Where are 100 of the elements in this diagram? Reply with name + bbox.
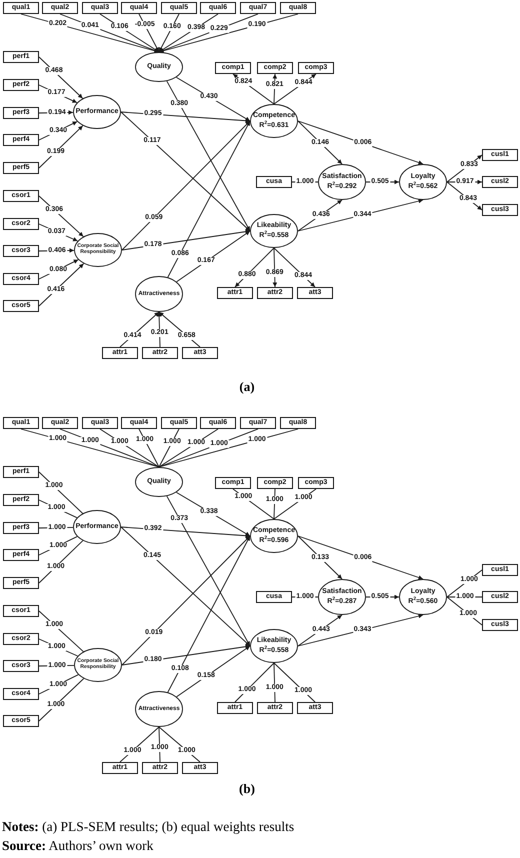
indicator-box — [3, 107, 39, 119]
indicator-box — [3, 605, 39, 617]
arrow — [298, 200, 342, 232]
construct-ellipse — [318, 579, 366, 615]
construct-ellipse — [250, 104, 298, 138]
arrow — [122, 229, 250, 250]
indicator-box — [42, 417, 78, 429]
indicator-box — [200, 417, 236, 429]
indicator-box — [3, 522, 39, 534]
connector-line — [138, 428, 160, 468]
source-text: Source: Authors’ own work — [2, 838, 154, 854]
connector-line — [446, 596, 482, 626]
construct-ellipse — [135, 691, 183, 727]
arrow — [167, 120, 250, 278]
panel-label: (a) — [239, 380, 255, 395]
construct-ellipse — [135, 276, 183, 312]
notes-text: Notes: (a) PLS-SEM results; (b) equal weights results — [2, 819, 294, 835]
indicator-box — [182, 347, 218, 359]
arrow — [176, 230, 250, 282]
indicator-box — [3, 660, 39, 672]
construct-ellipse — [135, 52, 183, 82]
connector-line — [232, 488, 274, 520]
indicator-box — [257, 287, 293, 299]
indicator-box — [482, 591, 518, 603]
indicator-box — [161, 417, 197, 429]
arrow — [298, 120, 342, 164]
arrow — [298, 120, 424, 165]
indicator-box — [3, 466, 39, 478]
indicator-box — [161, 2, 197, 14]
arrow — [298, 536, 424, 580]
indicator-box — [217, 287, 253, 299]
arrow — [298, 614, 424, 646]
construct-ellipse — [135, 467, 183, 497]
indicator-box — [42, 2, 78, 14]
construct-ellipse — [399, 164, 447, 200]
arrow — [166, 80, 250, 232]
arrow — [138, 14, 160, 52]
connector-line — [100, 428, 160, 468]
indicator-box — [482, 176, 518, 188]
construct-ellipse — [399, 579, 447, 615]
indicator-box — [297, 287, 333, 299]
connector-line — [38, 472, 84, 514]
connector-line — [38, 540, 84, 584]
construct-ellipse — [318, 164, 366, 200]
indicator-box — [240, 417, 276, 429]
connector-line — [38, 678, 84, 722]
indicator-box — [3, 633, 39, 645]
indicator-box — [3, 273, 39, 285]
indicator-box — [482, 149, 518, 161]
construct-ellipse — [74, 233, 122, 267]
indicator-box — [257, 62, 293, 74]
indicator-box — [3, 2, 39, 14]
arrow — [120, 526, 250, 646]
arrow — [156, 312, 162, 348]
arrow — [167, 536, 250, 693]
construct-ellipse — [73, 95, 121, 129]
indicator-box — [121, 417, 157, 429]
arrow — [120, 112, 250, 232]
connector-line — [158, 428, 258, 468]
connector-line — [158, 428, 218, 468]
indicator-box — [298, 62, 334, 74]
arrow — [100, 14, 160, 52]
indicator-box — [3, 549, 39, 561]
indicator-box — [3, 218, 39, 230]
indicator-box — [215, 477, 251, 489]
indicator-box — [3, 688, 39, 700]
indicator-box — [200, 2, 236, 14]
indicator-box — [3, 190, 39, 202]
arrow — [446, 182, 482, 210]
construct-ellipse — [250, 629, 298, 663]
connector-line — [38, 610, 84, 652]
indicator-box — [102, 762, 138, 774]
arrow — [158, 14, 180, 52]
indicator-box — [82, 2, 118, 14]
indicator-box — [3, 245, 39, 257]
indicator-box — [257, 702, 293, 714]
indicator-box — [217, 702, 253, 714]
arrow — [38, 84, 78, 104]
construct-ellipse — [250, 519, 298, 553]
arrow — [38, 196, 84, 237]
arrow — [38, 56, 84, 99]
indicator-box — [121, 2, 157, 14]
connector-line — [20, 428, 160, 468]
indicator-box — [3, 79, 39, 91]
arrow — [176, 646, 250, 698]
indicator-box — [3, 494, 39, 506]
indicator-box — [256, 591, 292, 603]
panel-label: (b) — [239, 782, 255, 797]
arrow — [176, 492, 250, 536]
connector-line — [60, 428, 160, 468]
indicator-box — [102, 347, 138, 359]
indicator-box — [297, 702, 333, 714]
indicator-box — [82, 417, 118, 429]
indicator-box — [298, 477, 334, 489]
arrow — [272, 248, 278, 288]
indicator-box — [182, 762, 218, 774]
arrow — [274, 248, 316, 288]
arrow — [120, 312, 160, 348]
indicator-box — [240, 2, 276, 14]
indicator-box — [256, 176, 292, 188]
